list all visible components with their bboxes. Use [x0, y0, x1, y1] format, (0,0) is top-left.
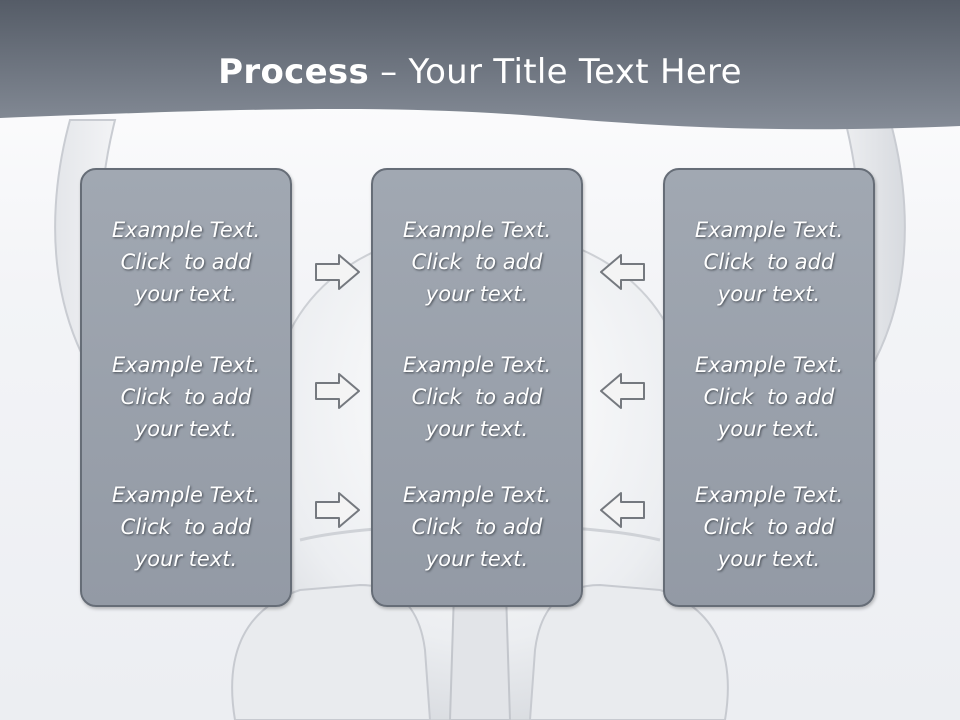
entry-line: Example Text. — [111, 353, 261, 377]
entry-line: your text. — [134, 417, 238, 441]
entry-line: Example Text. — [694, 218, 844, 242]
entry-line: your text. — [134, 282, 238, 306]
entry-line: your text. — [425, 417, 529, 441]
left-arrow-icon[interactable] — [597, 371, 647, 411]
entry-line: Click to add — [703, 385, 835, 409]
left-arrow-icon[interactable] — [597, 252, 647, 292]
right-arrow-icon[interactable] — [313, 490, 363, 530]
entry-line: Example Text. — [402, 483, 552, 507]
entry-line: Click to add — [703, 250, 835, 274]
entry-line: Click to add — [120, 250, 252, 274]
header-band — [0, 0, 960, 130]
entry-line: Example Text. — [402, 218, 552, 242]
title-rest: – Your Title Text Here — [369, 52, 742, 92]
entry-line: your text. — [425, 282, 529, 306]
process-panel-right[interactable]: Example Text. Click to add your text. Ex… — [663, 168, 875, 607]
entry-line: your text. — [717, 282, 821, 306]
entry-line: your text. — [134, 547, 238, 571]
panel-text-entry[interactable]: Example Text. Click to add your text. — [82, 349, 290, 445]
entry-line: Example Text. — [111, 218, 261, 242]
panel-text-entry[interactable]: Example Text. Click to add your text. — [665, 214, 873, 310]
panel-text-entry[interactable]: Example Text. Click to add your text. — [82, 214, 290, 310]
entry-line: your text. — [425, 547, 529, 571]
process-panel-left[interactable]: Example Text. Click to add your text. Ex… — [80, 168, 292, 607]
entry-line: Click to add — [411, 515, 543, 539]
entry-line: Click to add — [411, 385, 543, 409]
panel-text-entry[interactable]: Example Text. Click to add your text. — [665, 349, 873, 445]
panel-text-entry[interactable]: Example Text. Click to add your text. — [373, 214, 581, 310]
process-panel-center[interactable]: Example Text. Click to add your text. Ex… — [371, 168, 583, 607]
entry-line: your text. — [717, 417, 821, 441]
entry-line: Click to add — [703, 515, 835, 539]
entry-line: Example Text. — [694, 483, 844, 507]
slide-title[interactable]: Process – Your Title Text Here — [0, 52, 960, 92]
panel-text-entry[interactable]: Example Text. Click to add your text. — [373, 349, 581, 445]
title-strong: Process — [218, 52, 370, 92]
entry-line: your text. — [717, 547, 821, 571]
entry-line: Example Text. — [694, 353, 844, 377]
right-arrow-icon[interactable] — [313, 371, 363, 411]
entry-line: Click to add — [411, 250, 543, 274]
panel-text-entry[interactable]: Example Text. Click to add your text. — [373, 479, 581, 575]
panel-text-entry[interactable]: Example Text. Click to add your text. — [665, 479, 873, 575]
entry-line: Example Text. — [402, 353, 552, 377]
left-arrow-icon[interactable] — [597, 490, 647, 530]
entry-line: Click to add — [120, 385, 252, 409]
entry-line: Click to add — [120, 515, 252, 539]
right-arrow-icon[interactable] — [313, 252, 363, 292]
panel-text-entry[interactable]: Example Text. Click to add your text. — [82, 479, 290, 575]
entry-line: Example Text. — [111, 483, 261, 507]
